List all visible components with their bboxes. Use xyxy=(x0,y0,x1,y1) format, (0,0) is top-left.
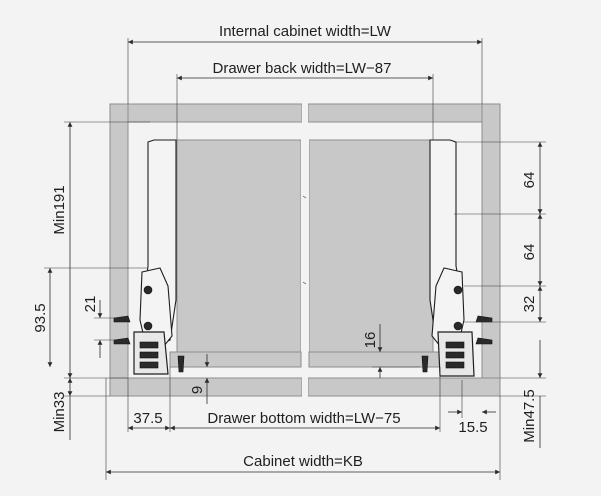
bottom-panel-left xyxy=(109,377,303,397)
label-back-width: Drawer back width=LW−87 xyxy=(213,60,392,77)
label-93-5: 93.5 xyxy=(32,303,49,332)
label-32: 32 xyxy=(521,296,538,313)
drawer xyxy=(169,136,441,368)
drawer-bottom-left xyxy=(169,351,302,368)
dim-left-verticals: Min191 93.5 21 Min33 xyxy=(32,121,150,480)
label-64-mid: 64 xyxy=(521,244,538,261)
drawer-back-right xyxy=(308,139,434,353)
dim-internal-width: Internal cabinet width=LW xyxy=(127,23,483,104)
label-64-top: 64 xyxy=(521,172,538,189)
dim-inner: 16 9 xyxy=(189,324,420,404)
drawer-back-left xyxy=(176,139,302,353)
side-panel-left xyxy=(109,103,129,397)
bottom-panel-right xyxy=(307,377,501,397)
label-internal-width: Internal cabinet width=LW xyxy=(219,23,392,40)
left-runner xyxy=(113,139,185,375)
label-cabinet-width: Cabinet width=KB xyxy=(243,453,363,470)
dim-right-verticals: 64 64 32 Min47.5 xyxy=(454,141,546,480)
dim-back-width: Drawer back width=LW−87 xyxy=(176,60,434,140)
top-panel-right xyxy=(307,103,501,123)
dim-bottom: 37.5 Drawer bottom width=LW−75 15.5 Cabi… xyxy=(106,367,500,475)
label-min47-5: Min47.5 xyxy=(521,389,538,442)
label-bottom-width: Drawer bottom width=LW−75 xyxy=(207,410,400,427)
label-min33: Min33 xyxy=(51,392,68,433)
cabinet-panels xyxy=(109,100,501,400)
side-panel-right xyxy=(481,103,501,397)
label-37-5: 37.5 xyxy=(133,410,162,427)
label-9: 9 xyxy=(189,386,206,394)
label-16: 16 xyxy=(362,332,379,349)
right-runner xyxy=(421,139,493,377)
label-15-5: 15.5 xyxy=(458,419,487,436)
label-min191: Min191 xyxy=(51,185,68,234)
drawer-bottom-right xyxy=(308,351,441,368)
top-panel-left xyxy=(109,103,303,123)
label-21: 21 xyxy=(82,296,99,313)
